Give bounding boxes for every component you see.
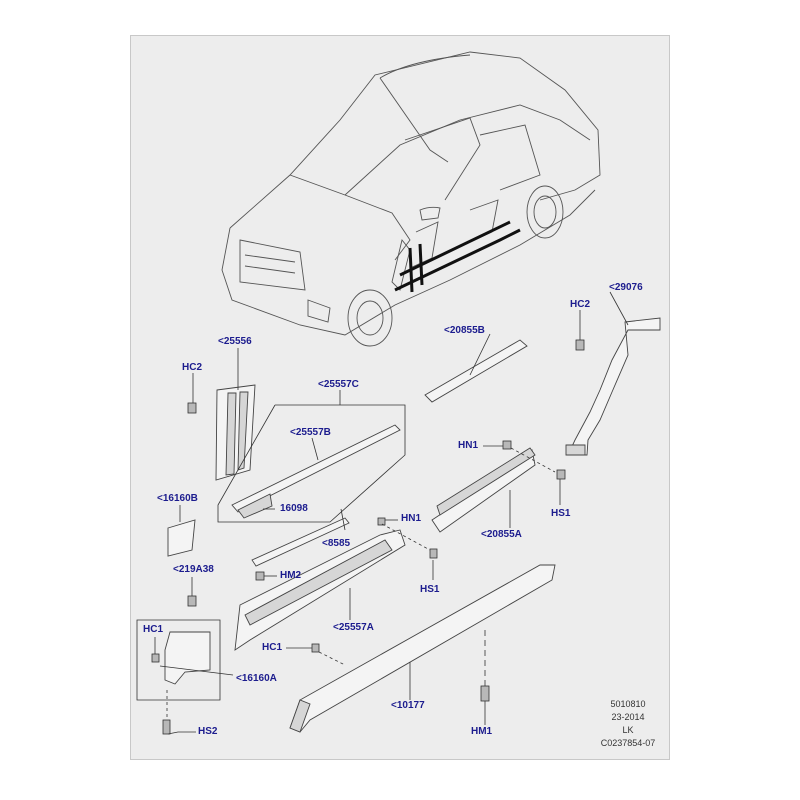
diagram-date: 23-2014 [611, 712, 645, 722]
wheels [347, 185, 564, 347]
label-10177: <10177 [391, 700, 425, 711]
label-hc2-left: HC2 [182, 362, 203, 373]
label-hc1-box: HC1 [143, 624, 164, 635]
label-25557c: <25557C [318, 379, 359, 390]
label-hm1: HM1 [471, 726, 493, 737]
fasteners [151, 339, 585, 735]
label-hc1-mid: HC1 [262, 642, 283, 653]
label-hs1-right: HS1 [551, 508, 571, 519]
vehicle-outline [221, 51, 601, 336]
diagram-author: LK [622, 725, 634, 735]
label-16160b: <16160B [157, 493, 198, 504]
label-16098: 16098 [280, 503, 308, 514]
exploded-parts [164, 317, 661, 733]
label-25557a: <25557A [333, 622, 374, 633]
label-29076: <29076 [609, 282, 643, 293]
label-20855b: <20855B [444, 325, 485, 336]
label-hn1-right: HN1 [458, 440, 479, 451]
diagram-code: C0237854-07 [600, 738, 656, 748]
label-hn1-mid: HN1 [401, 513, 422, 524]
leader-lines [136, 291, 629, 735]
highlighted-side-trim [394, 220, 521, 293]
diagram-ref-number: 5010810 [610, 699, 646, 709]
label-219a38: <219A38 [173, 564, 214, 575]
label-20855a: <20855A [481, 529, 522, 540]
label-hs1-mid: HS1 [420, 584, 440, 595]
label-hm2: HM2 [280, 570, 302, 581]
label-25557b: <25557B [290, 427, 331, 438]
label-16160a: <16160A [236, 673, 277, 684]
label-hc2-top: HC2 [570, 299, 591, 310]
label-hs2: HS2 [198, 726, 218, 737]
label-8585: <8585 [322, 538, 351, 549]
label-25556: <25556 [218, 336, 252, 347]
